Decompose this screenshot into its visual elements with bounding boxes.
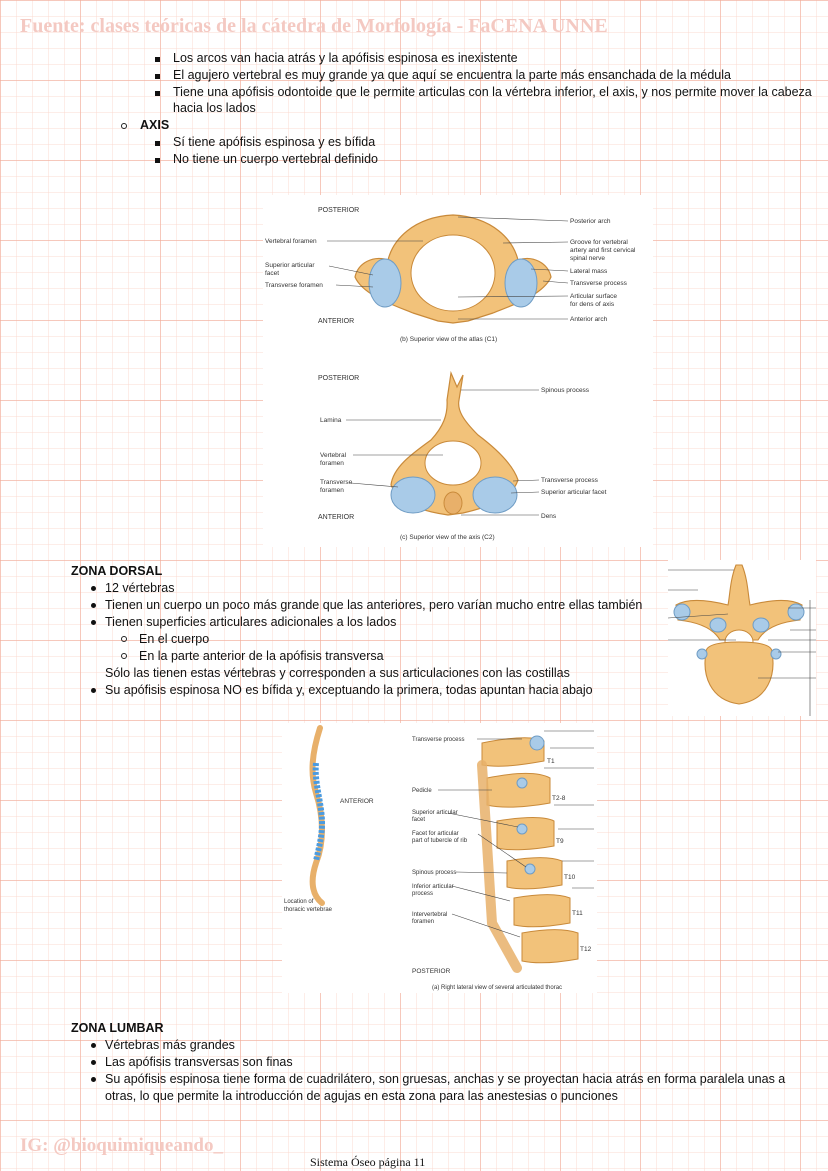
lumbar-heading: ZONA LUMBAR [71,1021,164,1035]
bullet-dot [91,586,96,591]
axis-label-lamina: Lamina [320,417,342,424]
dorsal-bullet-3: Tienen superficies articulares adicional… [105,615,397,629]
bullet-square [155,141,160,146]
spine-location-illustration [309,725,326,906]
page-footer: Sistema Óseo página 11 [310,1155,426,1169]
atlas-label-dens-of-axis: for dens of axis [570,301,615,308]
axis-heading: AXIS [140,118,170,132]
thoracic-t11: T11 [572,910,583,917]
thoracic-label-foramen: foramen [412,919,434,925]
atlas-label-groove-3: spinal nerve [570,255,605,262]
source-watermark: Fuente: clases teóricas de la cátedra de… [20,15,608,37]
thoracic-anterior: ANTERIOR [340,798,374,805]
lumbar-bullet-1: Vértebras más grandes [105,1038,235,1052]
atlas-bullet-3-cont: hacia los lados [173,101,256,115]
thoracic-label-superior-articular: Superior articular [412,810,458,816]
bullet-square [155,158,160,163]
instagram-watermark: IG: @bioquimiqueando_ [20,1135,223,1156]
bullet-dot [91,1060,96,1065]
thoracic-t9: T9 [556,838,564,845]
thoracic-label-process: process [412,891,433,897]
dorsal-bullet-2: Tienen un cuerpo un poco más grande que … [105,598,643,612]
atlas-label-transverse-process: Transverse process [570,280,628,287]
atlas-label-articular-surface: Articular surface [570,293,617,300]
bullet-circle [121,653,127,659]
thoracic-label-inferior-articular: Inferior articular [412,884,454,890]
thoracic-leader-lines [438,730,594,938]
axis-anterior: ANTERIOR [318,514,354,521]
atlas-label-vertebral-foramen: Vertebral foramen [265,238,317,245]
atlas-label-facet: facet [265,270,279,277]
thoracic-location-2: thoracic vertebrae [284,907,333,913]
thoracic-t10: T10 [564,874,576,881]
atlas-label-groove-2: artery and first cervical [570,247,636,254]
atlas-label-superior-articular: Superior articular [265,262,315,269]
atlas-label-anterior-arch: Anterior arch [570,316,608,323]
thoracic-vertebra-figure [668,560,816,716]
axis-label-vertebral: Vertebral [320,452,347,459]
dorsal-note: Sólo las tienen estas vértebras y corres… [105,666,570,680]
axis-bullet-1: Sí tiene apófisis espinosa y es bífida [173,135,376,149]
bullet-dot [91,1077,96,1082]
atlas-label-groove-1: Groove for vertebral [570,239,628,246]
atlas-bullet-1: Los arcos van hacia atrás y la apófisis … [173,51,518,65]
thoracic-lateral-figure: ANTERIOR Location of thoracic vertebrae … [282,723,597,993]
axis-label-spinous-process: Spinous process [541,387,590,394]
atlas-label-transverse-foramen: Transverse foramen [265,282,323,289]
atlas-bullet-3: Tiene una apófisis odontoide que le perm… [173,85,812,99]
bullet-circle [121,636,127,642]
axis-caption: (c) Superior view of the axis (C2) [400,534,495,541]
axis-posterior: POSTERIOR [318,375,359,382]
atlas-label-lateral-mass: Lateral mass [570,268,608,275]
lumbar-bullet-2: Las apófisis transversas son finas [105,1055,293,1069]
atlas-posterior: POSTERIOR [318,207,359,214]
atlas-axis-figure: POSTERIOR ANTERIOR (b) Superior view of … [263,195,653,547]
thoracic-location-1: Location of [284,899,314,905]
bullet-square [155,91,160,96]
dorsal-bullet-4: Su apófisis espinosa NO es bífida y, exc… [105,683,593,697]
thoracic-t12: T12 [580,946,592,953]
dorsal-sub-2: En la parte anterior de la apófisis tran… [139,649,384,663]
axis-label-transverse: Transverse [320,479,353,486]
thoracic-label-tubercle-rib: part of tubercle of rib [412,838,468,844]
bullet-dot [91,1043,96,1048]
axis-label-superior-articular-facet: Superior articular facet [541,489,607,496]
dorsal-heading: ZONA DORSAL [71,564,163,578]
axis-label-transverse-foramen: foramen [320,487,344,494]
bullet-circle [121,123,127,129]
dorsal-sub-1: En el cuerpo [139,632,210,646]
atlas-illustration [354,214,552,324]
axis-label-dens: Dens [541,513,557,520]
thoracic-label-transverse-process: Transverse process [412,737,464,743]
axis-illustration [390,370,519,516]
thoracic-label-pedicle: Pedicle [412,788,432,794]
thoracic-label-facet: facet [412,817,425,823]
thoracic-t2-8: T2-8 [552,795,566,802]
atlas-caption: (b) Superior view of the atlas (C1) [400,336,497,343]
axis-label-transverse-process: Transverse process [541,477,599,484]
axis-bullet-2: No tiene un cuerpo vertebral definido [173,152,378,166]
bullet-dot [91,603,96,608]
thoracic-label-spinous-process: Spinous process [412,870,456,876]
thoracic-posterior: POSTERIOR [412,968,451,975]
lumbar-bullet-3: Su apófisis espinosa tiene forma de cuad… [105,1072,786,1086]
lumbar-bullet-3-cont: otras, lo que permite la introducción de… [105,1089,618,1103]
atlas-leader-lines [327,216,569,320]
bullet-square [155,57,160,62]
bullet-dot [91,688,96,693]
atlas-anterior: ANTERIOR [318,318,354,325]
thoracic-caption: (a) Right lateral view of several articu… [432,985,562,991]
atlas-label-posterior-arch: Posterior arch [570,218,611,225]
bullet-dot [91,620,96,625]
dorsal-bullet-1: 12 vértebras [105,581,175,595]
thoracic-label-facet-articular: Facet for articular [412,831,459,837]
bullet-square [155,74,160,79]
atlas-bullet-2: El agujero vertebral es muy grande ya qu… [173,68,731,82]
axis-label-foramen: foramen [320,460,344,467]
thoracic-label-intervertebral: Intervertebral [412,912,447,918]
thoracic-t1: T1 [547,758,555,765]
axis-leader-lines [346,389,540,516]
vertebrae-stack [477,735,579,973]
